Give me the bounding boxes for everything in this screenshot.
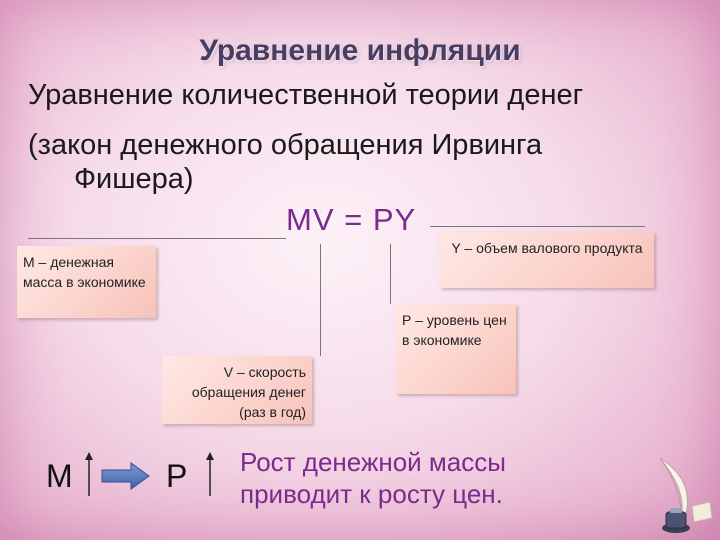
label-box-y: Y – объем валового продукта [440, 232, 654, 288]
bottom-p-letter: Р [166, 458, 188, 494]
label-box-p: Р – уровень цен в экономике [396, 304, 516, 394]
slide-title: Уравнение инфляции [199, 34, 521, 67]
formula: MV = PY [286, 202, 417, 237]
connector-v [320, 244, 321, 356]
conclusion-text: Рост денежной массы приводит к росту цен… [240, 447, 506, 509]
m-up-arrow-icon [85, 452, 93, 496]
main-text-line-3: Фишера) [74, 163, 194, 195]
left-underline [28, 238, 286, 239]
main-text: Уравнение количественной теории денег (з… [28, 70, 698, 196]
bottom-m-letter: М [46, 458, 73, 494]
right-underline [430, 226, 645, 227]
quill-inkwell-icon [659, 457, 713, 533]
main-text-line-2: (закон денежного обращения Ирвинга [28, 129, 543, 161]
right-arrow-icon [101, 462, 150, 490]
label-box-m: М – денежная масса в экономике [17, 246, 156, 318]
connector-p [390, 244, 391, 304]
main-text-line-1: Уравнение количественной теории денег [28, 79, 584, 111]
p-up-arrow-icon [206, 452, 214, 496]
label-box-v: V – скорость обращения денег (раз в год) [162, 356, 312, 424]
